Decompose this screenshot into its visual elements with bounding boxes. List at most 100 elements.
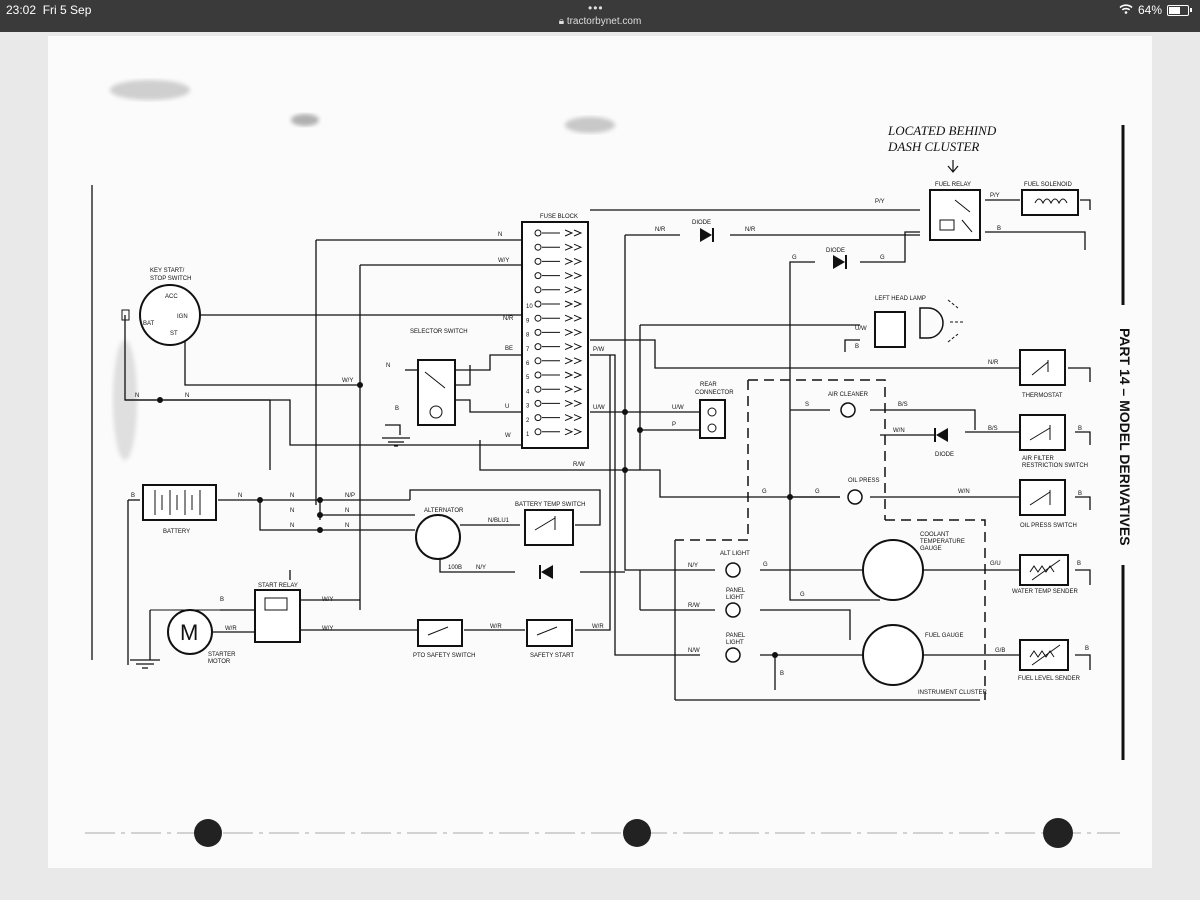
fuse-number: 7 (526, 347, 530, 353)
air-filter-label1: AIR FILTER (1022, 456, 1055, 462)
wire-label-g1: G (792, 255, 797, 261)
panel-light1-label1: PANEL (726, 588, 746, 594)
side-title-text: PART 14 – MODEL DERIVATIVES (1117, 328, 1133, 546)
battery-percent: 64% (1137, 3, 1162, 17)
water-temp-sender: WATER TEMP SENDER (1012, 554, 1078, 595)
wire-label-n-sel: N (386, 363, 390, 369)
alt-light-label: ALT LIGHT (720, 551, 750, 557)
fuse-number: 1 (526, 432, 530, 438)
acc-label: ACC (165, 294, 178, 300)
wire-label-b-af: B (1078, 426, 1082, 432)
side-title: PART 14 – MODEL DERIVATIVES (1117, 125, 1133, 760)
wire-label-n-top: N (498, 232, 502, 238)
wire-label-pw: P/W (593, 347, 605, 353)
wire-label-rw2: R/W (688, 603, 700, 609)
fuel-gauge-label: FUEL GAUGE (925, 633, 963, 639)
wire-label-g2: G (880, 255, 885, 261)
safety-start-label: SAFETY START (530, 653, 574, 659)
fuel-solenoid-label: FUEL SOLENOID (1024, 182, 1072, 188)
rear-connector-label1: REAR (700, 382, 717, 388)
fuse-terminal (534, 229, 542, 237)
fuse-terminal (534, 385, 542, 393)
status-time: 23:02 (6, 3, 37, 17)
fuse-number: 4 (526, 389, 530, 395)
rear-connector-label2: CONNECTOR (695, 390, 734, 396)
fuel-level-sender: FUEL LEVEL SENDER (1018, 639, 1081, 682)
fuse-terminal (534, 257, 542, 265)
left-head-lamp: LEFT HEAD LAMP (874, 296, 965, 348)
fuel-level-label: FUEL LEVEL SENDER (1018, 676, 1081, 682)
wire-label-nr2: N/R (655, 227, 666, 233)
key-start-stop-switch: KEY START/ STOP SWITCH ACC IGN BAT ST (121, 268, 201, 346)
multitask-dots-icon[interactable]: ••• (588, 1, 604, 15)
fuse-terminal (534, 300, 542, 308)
fuse-link (542, 357, 583, 365)
wire-label-b-sel: B (395, 406, 399, 412)
instrument-cluster-label: INSTRUMENT CLUSTER (918, 690, 988, 696)
wire-label-wy5: W/Y (322, 626, 333, 632)
fuse-link (542, 328, 583, 336)
diode3-label: DIODE (935, 452, 954, 458)
wire-label-g4: G (815, 489, 820, 495)
water-temp-label: WATER TEMP SENDER (1012, 589, 1078, 595)
coolant-label1: COOLANT (920, 532, 949, 538)
wire-label-wr3: W/R (592, 624, 604, 630)
oil-press-lamp: OIL PRESS (847, 478, 879, 505)
fuse-link (542, 272, 583, 280)
wire-label-np: N/P (345, 493, 355, 499)
panel-light2-label2: LIGHT (726, 640, 744, 646)
wire-label-wr2: W/R (490, 624, 502, 630)
battery-icon (1167, 4, 1189, 16)
wire-label-be: BE (505, 346, 513, 352)
wire-label-py2: P/Y (990, 193, 1000, 199)
fuse-terminal (534, 272, 542, 280)
wire-label-g6: G (800, 592, 805, 598)
fuse-number: 10 (526, 304, 533, 310)
wire-label-b-wt: B (1077, 561, 1081, 567)
wire-label-g3: G (762, 489, 767, 495)
oil-press-switch-label: OIL PRESS SWITCH (1020, 523, 1077, 529)
starter-label2: MOTOR (208, 659, 231, 665)
url-bar[interactable]: 🔒︎ tractorbynet.com (0, 16, 1200, 27)
thermostat-label: THERMOSTAT (1022, 393, 1063, 399)
lock-icon: 🔒︎ (558, 16, 565, 27)
fuse-link (542, 428, 583, 436)
wire-label-bs2: B/S (988, 426, 998, 432)
diode-1: DIODE (692, 220, 714, 242)
fuse-link (542, 343, 583, 351)
status-bar: 23:02 Fri 5 Sep ••• 🔒︎ tractorbynet.com … (0, 0, 1200, 32)
fuel-solenoid: FUEL SOLENOID (1021, 182, 1079, 216)
key-switch-label1: KEY START/ (150, 268, 185, 274)
start-relay: START RELAY (254, 583, 301, 643)
head-lamp-label: LEFT HEAD LAMP (875, 296, 926, 302)
air-filter-label2: RESTRICTION SWITCH (1022, 463, 1088, 469)
wire-label-b-start: B (220, 597, 224, 603)
wire-label-n5: N (345, 523, 349, 529)
wire-label-b-op: B (1078, 491, 1082, 497)
coolant-label2: TEMPERATURE (920, 539, 965, 545)
motor-m-symbol: M (180, 620, 198, 645)
fuse-link (542, 229, 583, 237)
note-line1: LOCATED BEHIND (887, 123, 997, 138)
battery-temp-switch: BATTERY TEMP SWITCH (515, 502, 585, 546)
dashed-boundaries (675, 379, 986, 700)
st-label: ST (170, 331, 178, 337)
wire-label-nw: N/W (688, 648, 700, 654)
wifi-icon (1119, 3, 1133, 17)
fuse-link (542, 314, 583, 322)
fuse-link (542, 371, 583, 379)
fuse-terminal (534, 286, 542, 294)
wire-label-gu: G/U (990, 561, 1001, 567)
wire-label-b-cl: B (780, 671, 784, 677)
wire-label-n3: N (290, 523, 294, 529)
wire-label-b-fl: B (1085, 646, 1089, 652)
selector-switch: SELECTOR SWITCH (410, 329, 468, 426)
fuse-terminal (534, 428, 542, 436)
wire-label-uw2: U/W (593, 405, 605, 411)
fuse-terminal (534, 371, 542, 379)
diode-2: DIODE (826, 248, 847, 269)
fuse-number: 2 (526, 418, 530, 424)
